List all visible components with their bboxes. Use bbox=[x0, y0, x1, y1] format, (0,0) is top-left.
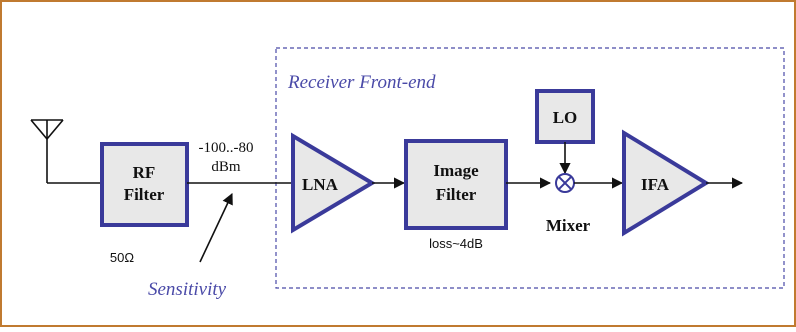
rf-filter-label-line1: RF bbox=[133, 163, 156, 182]
image-filter-label-line2: Filter bbox=[436, 185, 477, 204]
sensitivity-label: Sensitivity bbox=[148, 279, 227, 300]
mixer-label: Mixer bbox=[546, 216, 591, 235]
power-range-label: -100..-80 bbox=[199, 140, 254, 156]
image-filter-block bbox=[404, 139, 508, 230]
image-filter-label-line1: Image bbox=[433, 161, 479, 180]
power-unit-label: dBm bbox=[211, 159, 241, 175]
rf-filter-label-line2: Filter bbox=[124, 185, 165, 204]
impedance-label: 50Ω bbox=[110, 250, 134, 265]
lo-label: LO bbox=[553, 108, 578, 127]
antenna-icon bbox=[30, 119, 102, 184]
receiver-front-end-title: Receiver Front-end bbox=[287, 72, 436, 93]
rf-filter-block bbox=[100, 142, 189, 227]
lna-amplifier-block bbox=[291, 132, 376, 234]
mixer-cross-circle-icon bbox=[555, 173, 575, 193]
ifa-amplifier-block bbox=[622, 129, 710, 237]
receiver-front-end-box bbox=[275, 47, 785, 289]
sensitivity-pointer-arrow bbox=[199, 192, 233, 263]
ifa-label: IFA bbox=[641, 175, 670, 194]
lna-label: LNA bbox=[302, 175, 339, 194]
image-filter-loss-label: loss~4dB bbox=[429, 236, 483, 251]
